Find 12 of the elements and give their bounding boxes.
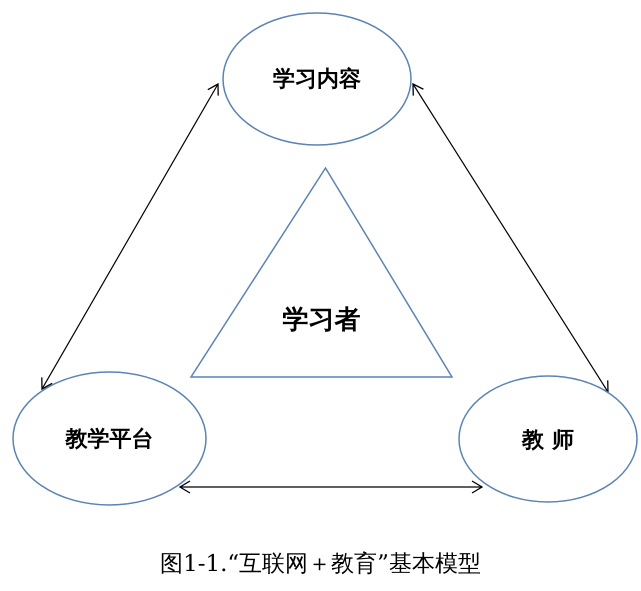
learner-triangle: [190, 167, 453, 378]
teacher-ellipse: [458, 375, 638, 503]
arrow: [179, 480, 483, 494]
node-label: 教 师: [520, 427, 575, 455]
arrow: [41, 83, 219, 390]
caption: 图1-1.“互联网＋教育”基本模型: [159, 550, 482, 579]
platform-ellipse: [12, 371, 207, 506]
arrow: [412, 83, 609, 393]
node-label: 学习内容: [272, 66, 362, 94]
node-label: 学习者: [282, 304, 362, 337]
node-label: 教学平台: [64, 426, 154, 454]
content-ellipse: [222, 12, 412, 146]
